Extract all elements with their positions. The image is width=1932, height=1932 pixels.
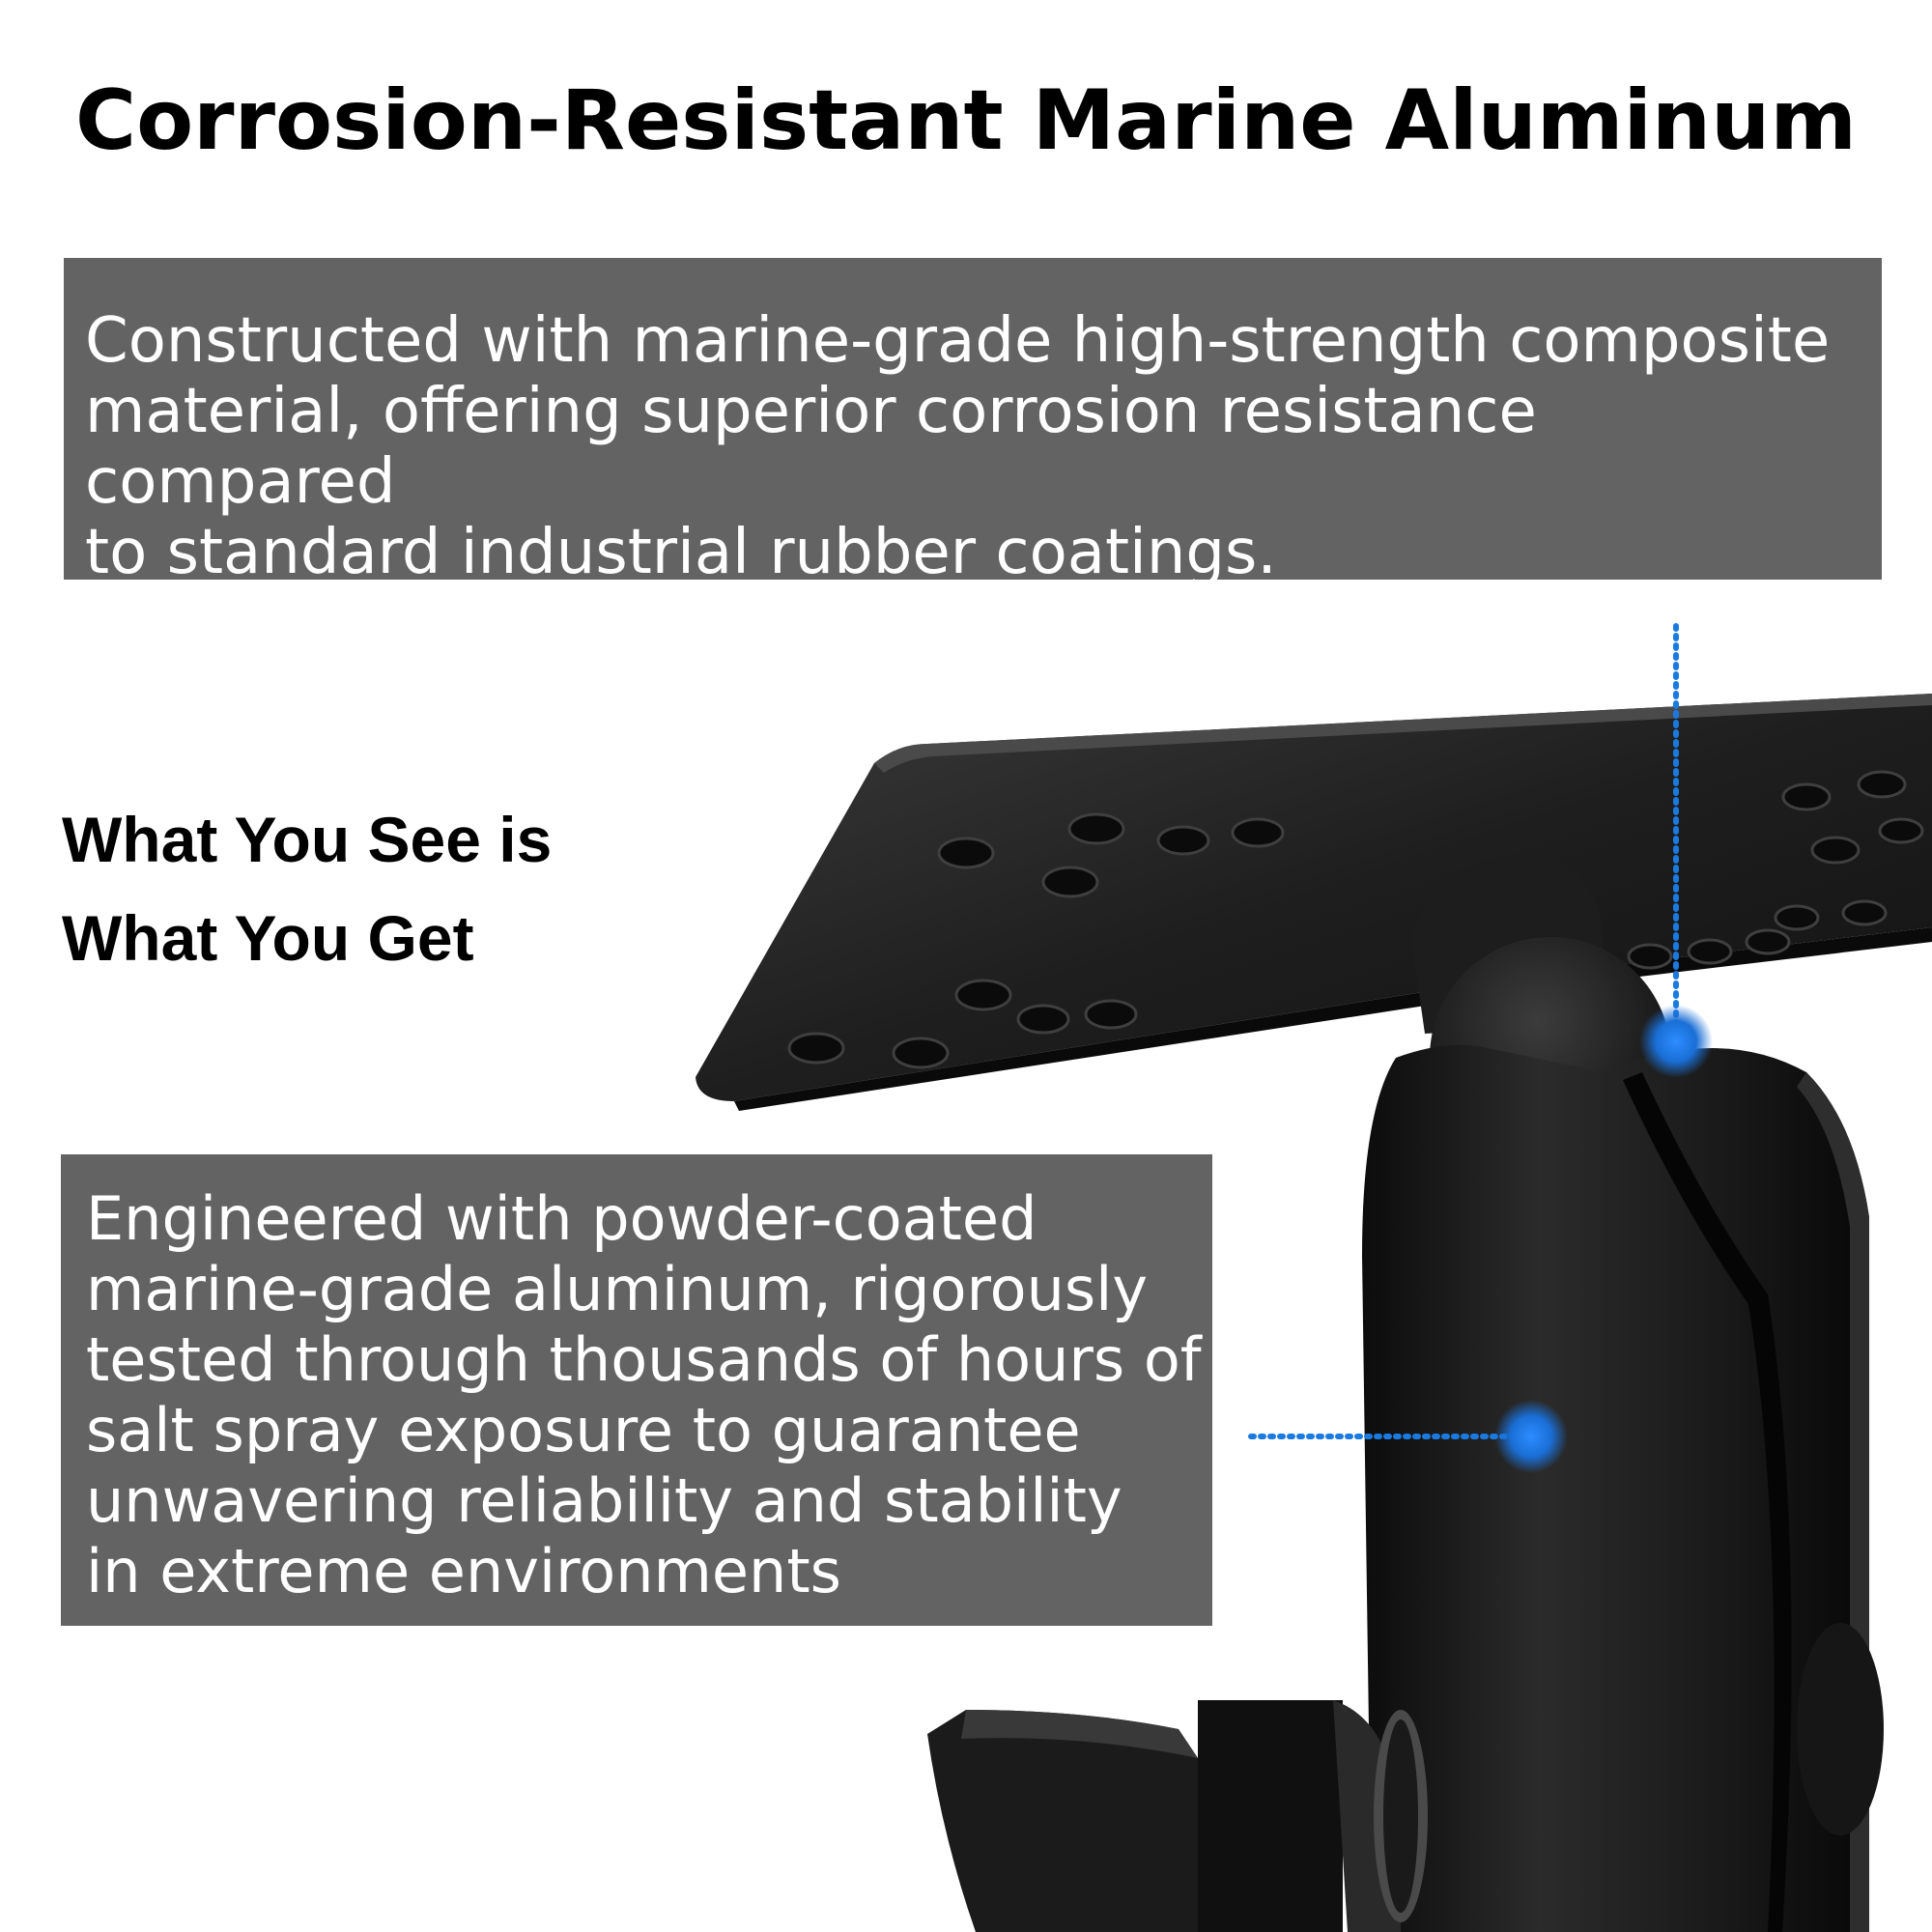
tagline: What You See is What You Get — [62, 790, 680, 987]
tagline-line: What You Get — [62, 902, 474, 974]
mounting-plate — [696, 694, 1932, 1111]
bottom-description-line: marine-grade aluminum, rigorously — [86, 1254, 1149, 1324]
top-description-line: material, offering superior corrosion re… — [85, 376, 1537, 518]
callout-point-ball — [1639, 1005, 1713, 1078]
top-description-line: Constructed with marine-grade high-stren… — [85, 305, 1831, 377]
bottom-description-line: salt spray exposure to guarantee — [86, 1395, 1081, 1465]
top-description-line: to standard industrial rubber coatings. — [85, 517, 1277, 588]
bottom-description-line: Engineered with powder-coated — [86, 1183, 1037, 1254]
callout-point-arm — [1494, 1400, 1568, 1473]
bottom-description-line: in extreme environments — [86, 1536, 841, 1606]
headline: Corrosion-Resistant Marine Aluminum — [74, 72, 1857, 169]
bottom-description-line: tested through thousands of hours of — [86, 1324, 1202, 1395]
top-description-panel: Constructed with marine-grade high-stren… — [64, 258, 1882, 588]
mount-arm — [1362, 1044, 1884, 1932]
mount-knob — [927, 1700, 1428, 1932]
tagline-line: What You See is — [62, 804, 553, 875]
callout-lines — [1248, 623, 1679, 1439]
bottom-description-panel: Engineered with powder-coated marine-gra… — [61, 1154, 1212, 1626]
bottom-description-line: unwavering reliability and stability — [86, 1465, 1122, 1536]
